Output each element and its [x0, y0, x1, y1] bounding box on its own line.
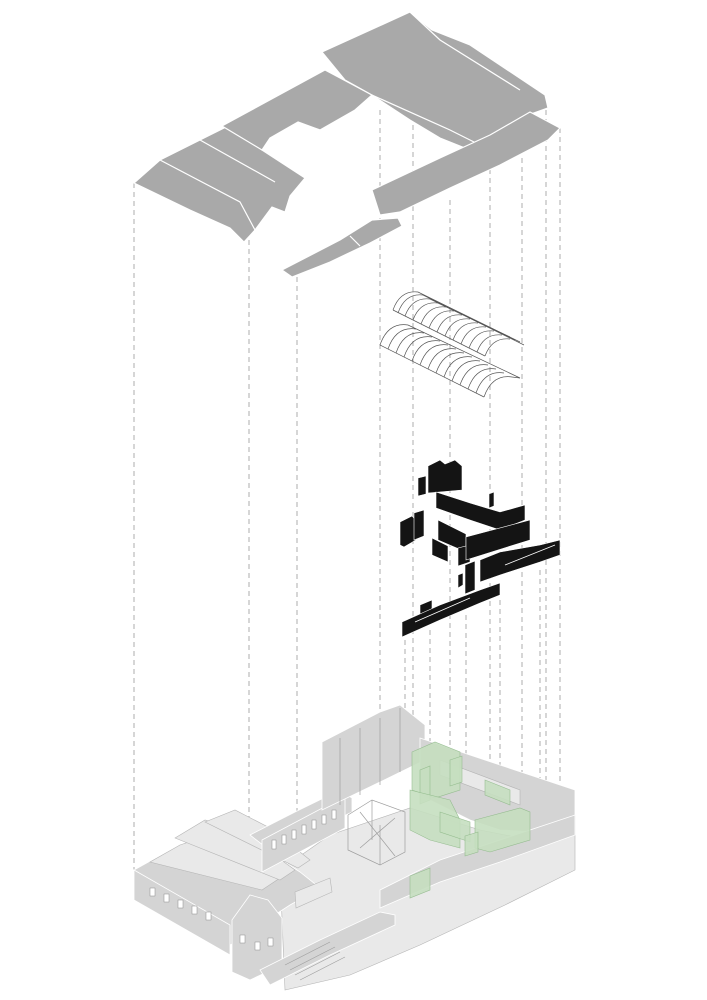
roof-middle-strip [221, 69, 373, 151]
central-pavilion [347, 799, 406, 866]
left-shed-windows [149, 887, 212, 921]
vault-row-upper [392, 291, 525, 357]
rear-gable-block [321, 704, 426, 811]
roof-right-wing [371, 111, 561, 216]
roof-layer [133, 11, 561, 278]
roof-front-strip [281, 217, 403, 278]
roof-left-wing [133, 124, 306, 243]
green-strip-front [409, 867, 431, 899]
front-stairs [284, 941, 346, 981]
walls-layer [399, 459, 561, 638]
front-gable-house [231, 894, 283, 981]
vault-row-lower [379, 324, 521, 398]
building-base-layer [133, 704, 576, 991]
vault-layer [379, 291, 525, 398]
interventions-layer [409, 741, 531, 899]
middle-wing-windows [271, 809, 337, 850]
